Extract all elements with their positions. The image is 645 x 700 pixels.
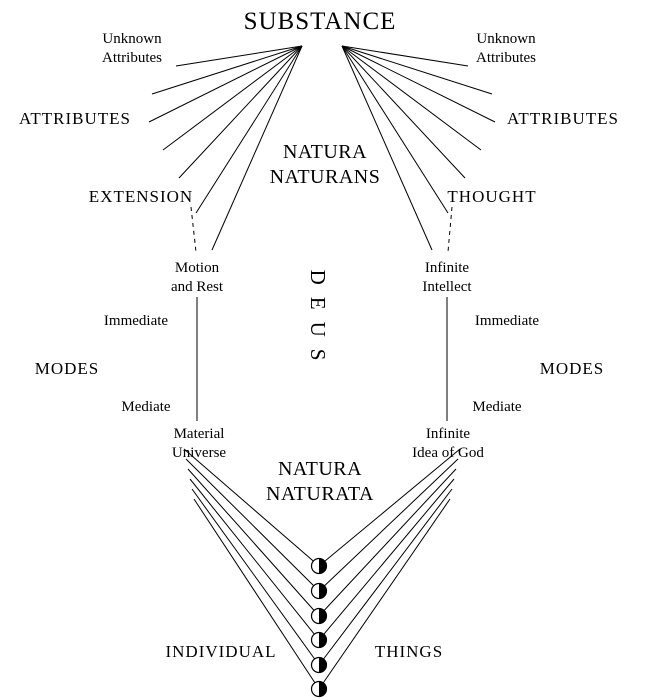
motion-and-rest-label: Motion and Rest [170,260,224,295]
infinite-idea-of-god-label: Infinite Idea of God [412,426,484,461]
thought-label: THOUGHT [447,187,537,206]
individual-label: INDIVIDUAL [165,642,277,661]
substance-label: SUBSTANCE [243,8,397,35]
infinite-intellect-label: Infinite Intellect [422,260,472,295]
top-right-fan-lines [341,45,496,251]
half-filled-circle-icon [310,631,328,649]
deus-label: DEUS [306,269,330,373]
half-filled-circle-icon [310,680,328,698]
attributes-right-label: ATTRIBUTES [507,109,619,128]
top-left-fan-lines [148,45,303,251]
mediate-right-label: Mediate [472,399,522,415]
attributes-left-label: ATTRIBUTES [19,109,131,128]
modes-right-label: MODES [539,359,605,378]
bottom-right-fan-lines [318,448,461,690]
modes-left-label: MODES [34,359,100,378]
dashed-link-thought-intellect [447,206,453,253]
dashed-link-extension-motion [190,206,197,253]
material-universe-label: Material Universe [171,426,227,461]
immediate-right-label: Immediate [474,313,540,329]
half-filled-circle-icon [310,656,328,674]
bottom-left-fan-lines [183,448,320,690]
immediate-left-label: Immediate [103,313,169,329]
things-label: THINGS [374,642,444,661]
natura-naturans-label: NATURA NATURANS [269,141,381,188]
half-filled-circle-icon [310,582,328,600]
half-filled-circle-icon [310,607,328,625]
individual-thing-circles [310,557,328,698]
natura-naturata-label: NATURA NATURATA [266,458,374,505]
extension-label: EXTENSION [88,187,194,206]
half-filled-circle-icon [310,557,328,575]
mediate-left-label: Mediate [121,399,171,415]
unknown-attributes-right-label: Unknown Attributes [476,31,536,66]
unknown-attributes-left-label: Unknown Attributes [102,31,162,66]
